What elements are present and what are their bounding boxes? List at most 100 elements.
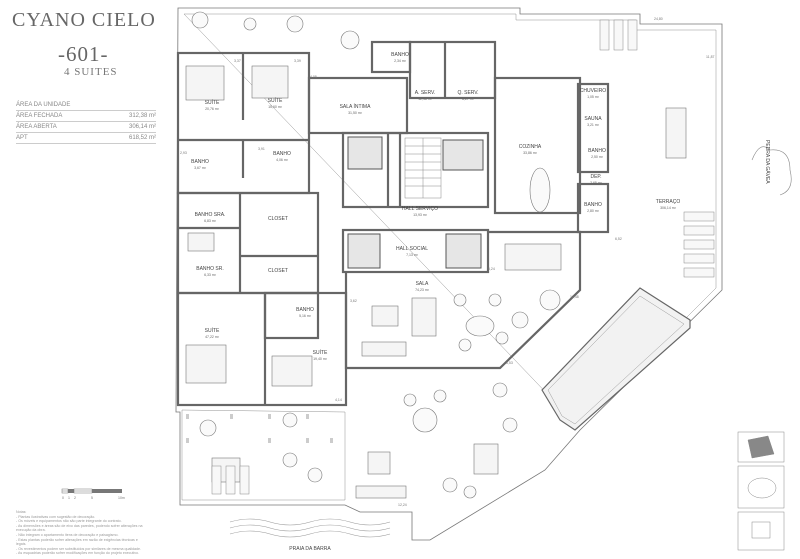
room-name: BANHO SR. [196,266,224,272]
note-line: - Não integram o apartamento itens de de… [16,532,119,537]
area-value: 312,38 m² [128,113,156,119]
room-area: 12,46 m² [418,97,433,101]
dimension-label: 3,91 [258,147,265,151]
room-area: 306,14 m² [660,206,677,210]
room-name: BANHO [584,202,602,208]
area-label: APT [16,135,28,141]
scale-bar: 0 1 2 5 10m [61,488,125,500]
room-area: 20,76 m² [205,107,220,111]
elevator-icon [442,139,484,171]
scale-mark: 10m [118,496,125,500]
room-name: BANHO [391,52,409,58]
room-name: CHUVEIRO [580,88,607,94]
table-icon [367,451,391,475]
elevator-icon [347,136,383,170]
unit-number: -601- [58,42,109,66]
sofa-icon [361,341,407,357]
dining-table-icon [665,107,687,159]
beach-label: PRAIA DA BARRA [289,546,331,552]
room-area: 2,50 m² [591,155,604,159]
room-area: 13,93 m² [413,213,428,217]
room-name: A. SERV. [415,90,436,96]
scale-mark: 5 [91,496,93,500]
room-name: COZINHA [519,144,542,150]
room-name: SUÍTE [205,99,220,106]
area-heading: ÁREA DA UNIDADE [16,102,71,108]
area-table-heading: ÁREA DA UNIDADE [16,100,156,111]
scale-mark: 0 [62,496,64,500]
room-name: TERRAÇO [656,199,681,205]
dimension-label: 4,14 [335,398,342,402]
notes: Notas: - Plantas ilustrativas com sugest… [16,510,146,556]
room-name: BANHO SRA. [195,212,226,218]
room-area: 2,80 m² [587,209,600,213]
kitchen-walls [493,76,582,215]
room-area: 2,65 m² [590,181,603,185]
dimension-label: 4,05 [310,75,317,79]
dimension-label: 3,37 [234,59,241,63]
room-area: 3,67 m² [194,166,207,170]
room-name: HALL SOCIAL [396,246,428,252]
room-area: 15,60 m² [268,105,283,109]
room-name: CLOSET [268,216,288,222]
dimension-label: 6,53 [506,361,513,365]
dimension-label: 24,80 [654,17,663,21]
room-name: BANHO [191,159,209,165]
sofa-icon [411,297,437,337]
room-area: 8,27 m² [462,97,475,101]
bed-icon [185,65,225,101]
room-area: 31,50 m² [348,111,363,115]
dimension-label: 5,24 [488,267,495,271]
room-area: 6,83 m² [204,219,217,223]
note-line: - As dimensões e áreas são de eixo das p… [16,523,143,533]
area-table: ÁREA DA UNIDADE ÁREA FECHADA 312,38 m² ÁR… [16,100,156,144]
area-label: ÁREA FECHADA [16,113,63,119]
room-area: 47,22 m² [205,335,220,339]
room-area: 3,21 m² [587,123,600,127]
room-area: 74,23 m² [415,288,430,292]
armchair-icon [539,289,561,311]
room-name: SUÍTE [268,97,283,104]
notes-heading: Notas: [16,510,27,514]
dimension-label: 6,52 [615,237,622,241]
sofa-icon [371,305,399,327]
dimension-label: 12,48 [570,295,579,299]
room-area: 7,13 m² [406,253,419,257]
room-name: HALL SERVIÇO [402,206,438,212]
area-label: ÁREA ABERTA [16,124,57,130]
room-area: 4,06 m² [276,158,289,162]
room-name: BANHO [273,151,291,157]
room-area: 1,05 m² [587,95,600,99]
bed-icon [185,344,227,384]
terrace-outline [175,7,723,541]
round-table-icon [340,30,360,50]
pool [541,287,691,431]
note-line: - Os revestimentos podem ser substituído… [16,546,142,551]
key-plan [737,431,785,551]
elevator-icon [445,233,482,269]
room-area: 5,16 m² [299,314,312,318]
dimension-label: 3,62 [350,299,357,303]
bed-icon [271,355,313,387]
room-name: SALA [416,281,429,287]
room-name: SUÍTE [313,349,328,356]
scale-mark: 1 [68,496,70,500]
coffee-table-icon [465,315,495,337]
area-value: 618,52 m² [128,135,156,141]
sofa-icon [355,485,407,499]
lounger-icon [599,19,610,51]
project-title: CYANO CIELO [12,9,156,31]
room-name: SAUNA [584,116,602,122]
dimension-label: 2,93 [180,151,187,155]
bed-icon [251,65,289,99]
bathtub-icon [187,232,215,252]
unit-subtitle: 4 SUITES [64,66,118,78]
lounger-icon [683,211,715,222]
round-table-icon [412,407,438,433]
dining-table-icon [504,243,562,271]
room-name: Q. SERV. [457,90,478,96]
room-area: 2,34 m² [394,59,407,63]
room-name: SUÍTE [205,327,220,334]
